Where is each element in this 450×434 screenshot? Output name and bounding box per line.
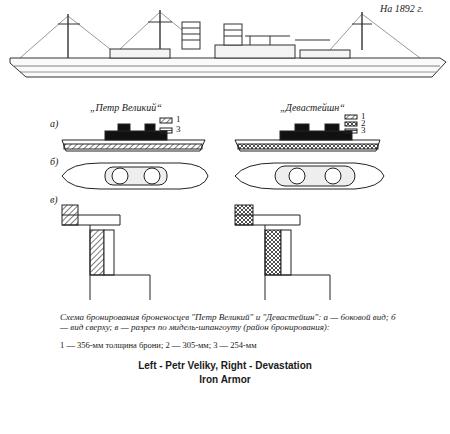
view-letter: в) xyxy=(50,194,58,206)
date-note: На 1892 г. xyxy=(380,3,424,15)
view-letter: б) xyxy=(50,156,58,168)
english-caption: Left - Petr Veliky, Right - Devastation xyxy=(0,360,450,372)
english-caption: Iron Armor xyxy=(0,374,450,386)
ship-name: „Петр Великий“ xyxy=(90,102,162,114)
caption: Схема бронирования броненосцев "Петр Вел… xyxy=(60,312,405,333)
legend-number: 1 xyxy=(176,114,181,124)
ship-name: „Девастейшн“ xyxy=(280,102,345,114)
legend-line: 1 — 356-мм толщина брони; 2 — 305-мм; 3 … xyxy=(60,341,257,351)
view-letter: а) xyxy=(50,118,58,130)
legend-number: 3 xyxy=(361,125,366,135)
legend-number: 3 xyxy=(176,124,181,134)
